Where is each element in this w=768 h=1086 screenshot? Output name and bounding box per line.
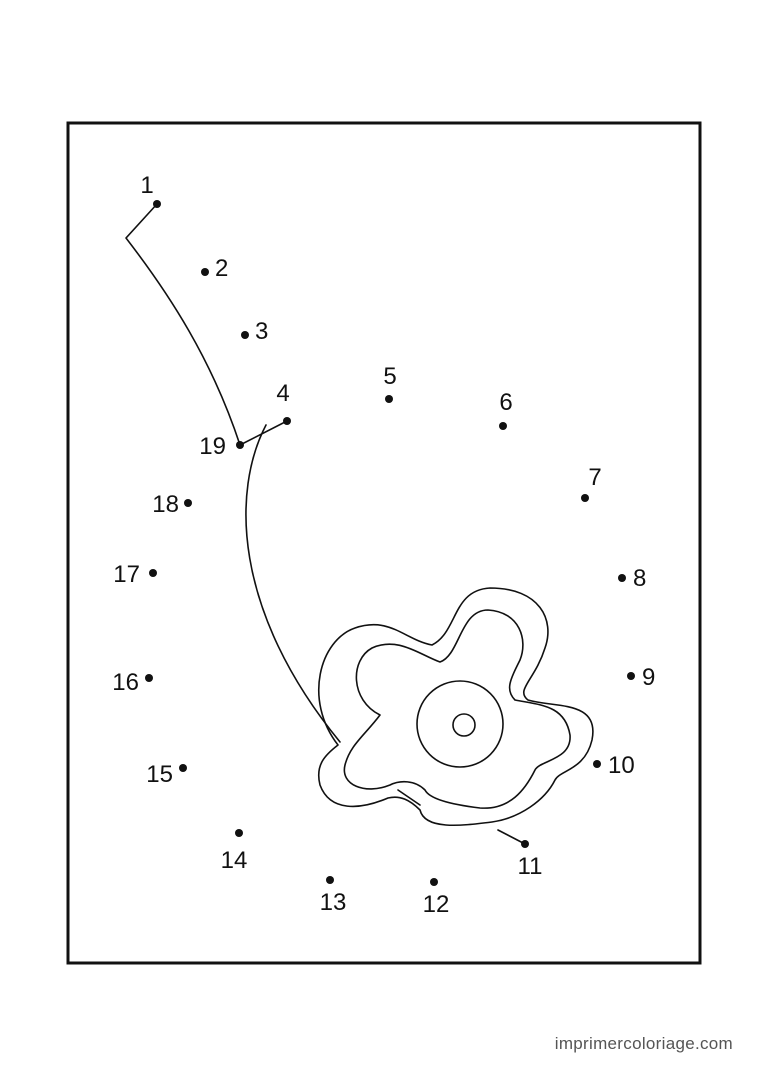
dot-label-8: 8 (633, 565, 646, 592)
flower-center-dot (452, 713, 476, 737)
dot-label-2: 2 (215, 255, 228, 282)
dot-label-19: 19 (199, 433, 226, 460)
dot-10 (593, 760, 601, 768)
dot-16 (145, 674, 153, 682)
dot-label-12: 12 (423, 891, 450, 918)
dot-label-18: 18 (152, 491, 179, 518)
stem-line (245, 424, 341, 743)
dot-13 (326, 876, 334, 884)
site-watermark: imprimercoloriage.com (554, 1034, 733, 1053)
dot-label-1: 1 (140, 172, 153, 199)
dot-6 (499, 422, 507, 430)
dot-label-11: 11 (518, 853, 543, 880)
dot-label-7: 7 (588, 464, 601, 491)
dot-label-3: 3 (255, 318, 268, 345)
dot-5 (385, 395, 393, 403)
connector-to-11 (497, 829, 526, 845)
dot-14 (235, 829, 243, 837)
petal-fold (397, 789, 421, 806)
dot-7 (581, 494, 589, 502)
dot-2 (201, 268, 209, 276)
dot-label-10: 10 (608, 752, 635, 779)
dot-label-13: 13 (320, 889, 347, 916)
flower-outer-petals (317, 587, 594, 827)
dot-label-16: 16 (112, 669, 139, 696)
dot-17 (149, 569, 157, 577)
dot-9 (627, 672, 635, 680)
dot-19 (236, 441, 244, 449)
dot-label-6: 6 (499, 389, 512, 416)
flower-center-ring (416, 680, 504, 768)
dot-label-9: 9 (642, 664, 655, 691)
line-art (125, 203, 594, 845)
dot-1 (153, 200, 161, 208)
dot-label-15: 15 (146, 761, 173, 788)
frame-border (66, 121, 702, 965)
dot-4 (283, 417, 291, 425)
dot-12 (430, 878, 438, 886)
dot-label-5: 5 (383, 363, 396, 390)
dot-label-4: 4 (276, 380, 289, 407)
dot-15 (179, 764, 187, 772)
dot-8 (618, 574, 626, 582)
dot-11 (521, 840, 529, 848)
dot-18 (184, 499, 192, 507)
flower-inner-petals (343, 609, 571, 809)
dot-label-14: 14 (221, 847, 248, 874)
leaf-outline (125, 203, 288, 446)
dot-3 (241, 331, 249, 339)
dot-label-17: 17 (113, 561, 140, 588)
